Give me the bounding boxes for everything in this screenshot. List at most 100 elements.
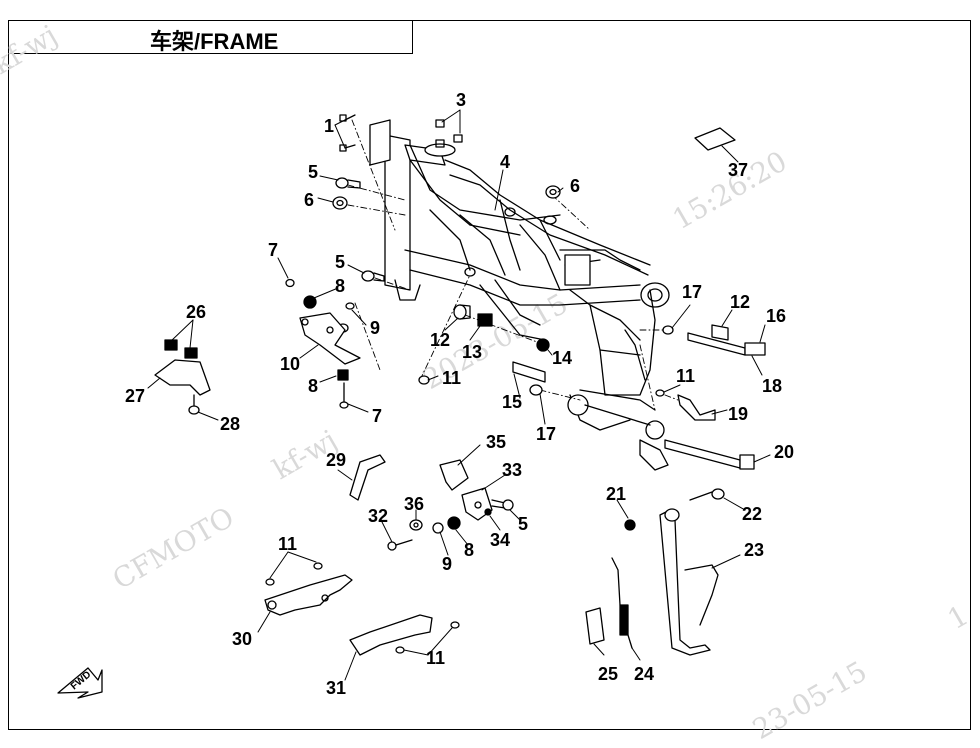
plate-37 bbox=[694, 127, 736, 151]
nut-7 bbox=[285, 278, 295, 288]
bolt-5c bbox=[491, 499, 514, 511]
callout: 9 bbox=[442, 554, 452, 574]
bolt-16 bbox=[687, 332, 766, 356]
callout: 5 bbox=[335, 252, 345, 272]
callout: 12 bbox=[730, 292, 750, 312]
washer-6b bbox=[545, 185, 561, 199]
callout: 26 bbox=[186, 302, 206, 322]
bracket-19 bbox=[677, 394, 716, 421]
nut-11c bbox=[265, 562, 323, 586]
callout: 7 bbox=[372, 406, 382, 426]
bracket-27 bbox=[154, 359, 211, 396]
watermark: 23-05-15 bbox=[747, 655, 872, 746]
callout: 14 bbox=[552, 348, 572, 368]
callout: 3 bbox=[456, 90, 466, 110]
callout: 21 bbox=[606, 484, 626, 504]
bracket-10 bbox=[299, 312, 361, 365]
page-title: 车架/FRAME bbox=[150, 29, 279, 54]
nut-11d bbox=[395, 621, 460, 654]
callout: 33 bbox=[502, 460, 522, 480]
watermark: kf-wj bbox=[0, 18, 63, 81]
callout: 12 bbox=[430, 330, 450, 350]
callout: 11 bbox=[676, 366, 695, 386]
bolt-7b bbox=[339, 382, 349, 409]
callouts: 1 3 4 5 6 6 7 8 9 5 10 8 7 26 27 28 12 1… bbox=[125, 90, 794, 698]
callout: 8 bbox=[335, 276, 345, 296]
bolt-1 bbox=[339, 114, 356, 152]
title-box bbox=[8, 20, 413, 54]
washer-9b bbox=[432, 522, 444, 534]
callout: 27 bbox=[125, 386, 145, 406]
callout: 8 bbox=[308, 376, 318, 396]
callout: 22 bbox=[742, 504, 762, 524]
callout: 30 bbox=[232, 629, 252, 649]
callout: 10 bbox=[280, 354, 300, 374]
callout: 32 bbox=[368, 506, 388, 526]
washer-6 bbox=[332, 196, 348, 210]
rubber-26 bbox=[164, 339, 198, 359]
spring-24 bbox=[611, 557, 633, 649]
callout: 4 bbox=[500, 152, 510, 172]
callout: 18 bbox=[762, 376, 782, 396]
watermark: 15:26:20 bbox=[667, 145, 792, 236]
callout: 35 bbox=[486, 432, 506, 452]
fwd-arrow-icon bbox=[57, 667, 103, 699]
callout: 1 bbox=[324, 116, 334, 136]
watermark-layer: kf-wj 15:26:20 CFMOTO 2023-05-15 kf-wj 2… bbox=[0, 18, 974, 746]
bracket-35 bbox=[439, 459, 469, 491]
watermark: CFMOTO bbox=[107, 500, 240, 596]
callout: 5 bbox=[518, 514, 528, 534]
callout: 6 bbox=[570, 176, 580, 196]
spacer-8 bbox=[303, 295, 317, 309]
sleeve-15 bbox=[512, 361, 546, 383]
callout: 31 bbox=[326, 678, 346, 698]
callout: 11 bbox=[442, 368, 461, 388]
nut-34 bbox=[484, 508, 492, 516]
sidestand-23 bbox=[659, 508, 719, 656]
callout: 13 bbox=[462, 342, 482, 362]
spacer-8b bbox=[337, 369, 349, 381]
bracket-30 bbox=[264, 574, 353, 616]
callout: 25 bbox=[598, 664, 618, 684]
callout: 17 bbox=[536, 424, 556, 444]
plate-1 bbox=[369, 119, 391, 166]
cover-25 bbox=[585, 607, 605, 645]
stay-29 bbox=[349, 454, 386, 501]
frame-main bbox=[347, 119, 679, 471]
nut-21 bbox=[624, 519, 636, 531]
callout: 34 bbox=[490, 530, 510, 550]
callout: 11 bbox=[426, 648, 445, 668]
callout: 9 bbox=[370, 318, 380, 338]
bolt-22 bbox=[689, 488, 725, 501]
shaft-20 bbox=[664, 439, 755, 470]
bolt-28 bbox=[188, 394, 200, 415]
bolt-11b bbox=[655, 389, 665, 397]
callout: 11 bbox=[278, 534, 297, 554]
callout: 15 bbox=[502, 392, 522, 412]
diagram-border bbox=[8, 20, 971, 730]
callout: 19 bbox=[728, 404, 748, 424]
callout: 17 bbox=[682, 282, 702, 302]
spring-13 bbox=[477, 313, 493, 327]
bushing-12 bbox=[453, 304, 471, 320]
washer-17 bbox=[529, 325, 674, 396]
callout: 20 bbox=[774, 442, 794, 462]
bracket-31 bbox=[349, 614, 433, 656]
leader-lines bbox=[147, 109, 771, 681]
callout: 29 bbox=[326, 450, 346, 470]
callout: 37 bbox=[728, 160, 748, 180]
callout: 16 bbox=[766, 306, 786, 326]
callout: 24 bbox=[634, 664, 654, 684]
bolt-5b bbox=[361, 270, 385, 282]
washer-36 bbox=[409, 519, 423, 531]
nut-3 bbox=[435, 119, 463, 148]
callout: 6 bbox=[304, 190, 314, 210]
bushing-12b bbox=[711, 324, 729, 341]
callout: 36 bbox=[404, 494, 424, 514]
callout: 23 bbox=[744, 540, 764, 560]
bolt-5 bbox=[335, 177, 361, 189]
collar-14 bbox=[536, 338, 550, 352]
callout: 7 bbox=[268, 240, 278, 260]
